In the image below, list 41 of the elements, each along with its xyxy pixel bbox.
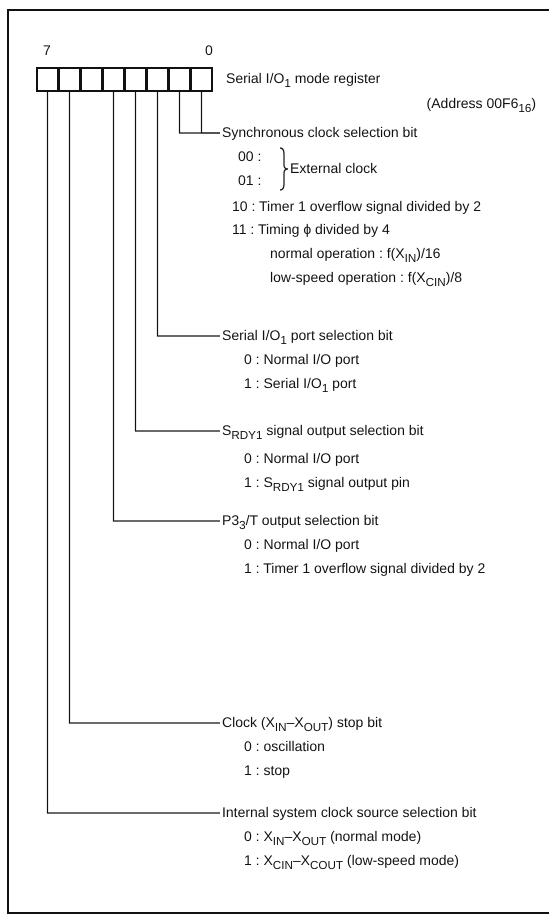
leader-line [46,92,220,814]
bit-value-description: 0 : Normal I/O port [244,450,360,467]
bit-value-description: normal operation : f(X$_{IN}$)/16 [270,245,440,267]
bit-value-description: 11 : Timing ϕ divided by 4 [232,221,390,238]
leader-line [156,92,220,337]
bit-cell [102,67,125,92]
bit-field-name: Clock (X$_{IN}$–X$_{OUT}$) stop bit [222,714,382,736]
bit-value-description: 1 : Serial I/O$_{1}$ port [244,375,356,397]
bit-cell [124,67,147,92]
leader-line [112,92,220,522]
bit-cell [168,67,191,92]
bit-value-description: 1 : X$_{CIN}$–X$_{COUT}$ (low-speed mode) [244,852,459,874]
bit-value-description: External clock [290,160,378,177]
bit-value-description: 10 : Timer 1 overflow signal divided by 2 [232,198,482,215]
bit-value-description: 0 : Normal I/O port [244,536,360,553]
bit-value-description: 01 : [238,172,262,189]
bit-value-description: 1 : S$_{RDY1}$ signal output pin [244,474,410,496]
bit-cell [146,67,169,92]
leader-line [200,92,220,134]
register-address: (Address 00F6$_{16}$) [426,95,536,117]
bit-value-description: 0 : Normal I/O port [244,351,360,368]
leader-line [134,92,220,432]
bit-number: 0 [205,42,213,59]
bit-cell [58,67,81,92]
bit-value-description: 0 : oscillation [244,738,325,755]
bit-value-description: 1 : Timer 1 overflow signal divided by 2 [244,560,486,577]
bit-field-name: Synchronous clock selection bit [222,124,418,141]
register-name: Serial I/O$_{1}$ mode register [226,70,380,92]
bit-field-name: S$_{RDY1}$ signal output selection bit [222,422,424,444]
bit-cell [80,67,103,92]
bit-number: 7 [43,42,51,59]
bit-value-description: 1 : stop [244,762,290,779]
bit-field-name: Serial I/O$_{1}$ port selection bit [222,327,393,349]
bit-cell [190,67,213,92]
bit-cell [36,67,59,92]
bit-field-name: P3$_{3}$/T output selection bit [222,512,378,534]
bit-value-description: 00 : [238,148,262,165]
leader-line [68,92,220,724]
bit-field-name: Internal system clock source selection bit [222,804,476,821]
bit-value-description: 0 : X$_{IN}$–X$_{OUT}$ (normal mode) [244,828,422,850]
bit-value-description: low-speed operation : f(X$_{CIN}$)/8 [270,269,462,291]
